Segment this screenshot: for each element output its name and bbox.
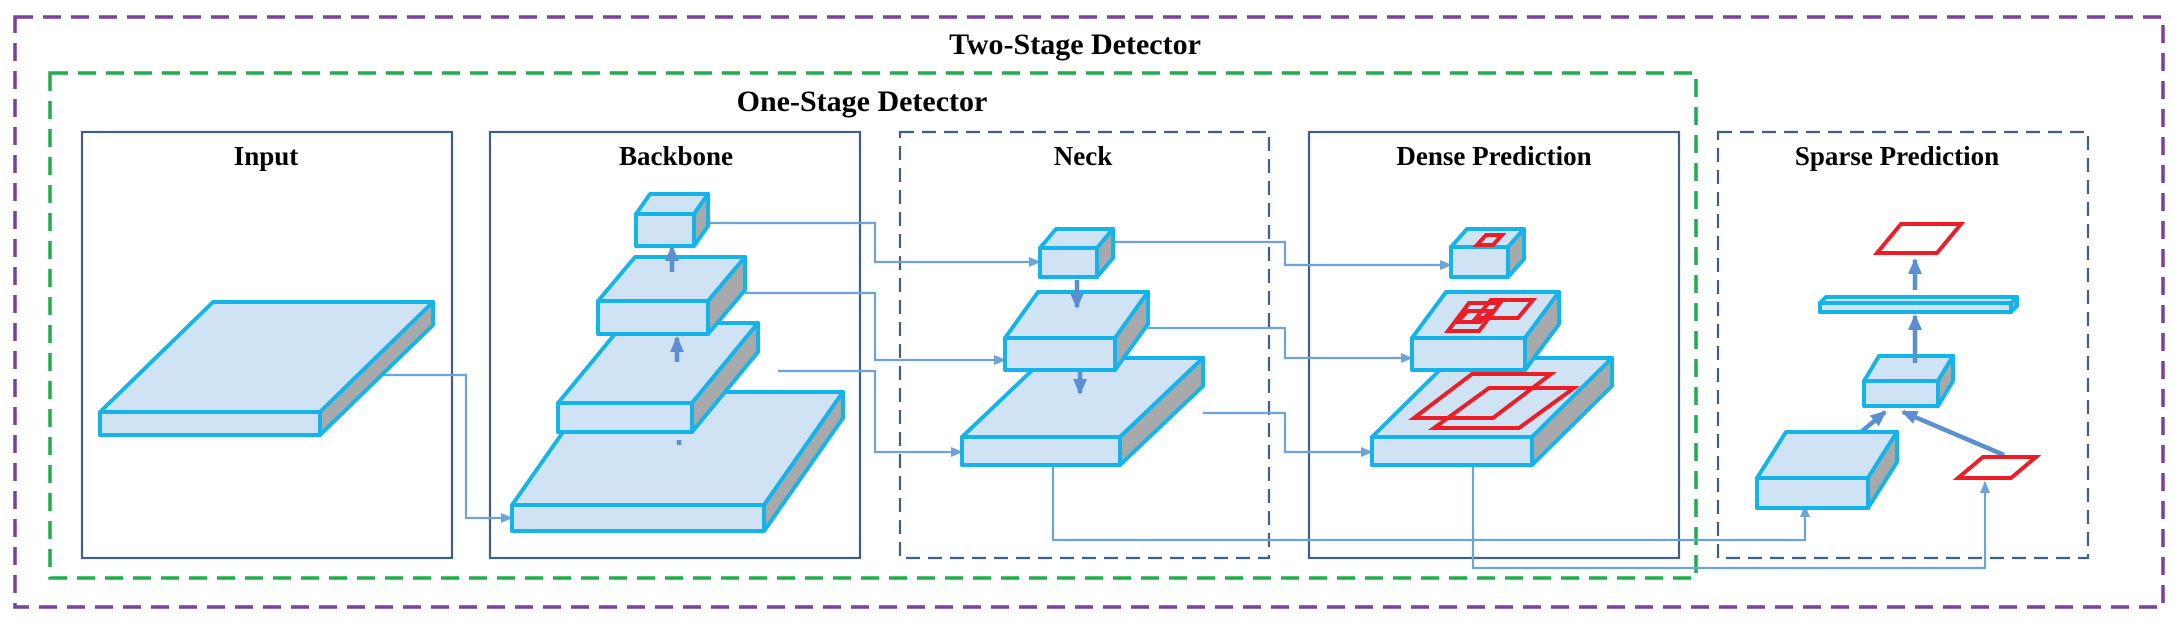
dense-box-large-1 — [1408, 372, 1557, 420]
neck-layer-2 — [1003, 290, 1150, 372]
dense-head-layer-2 — [1410, 290, 1561, 372]
neck-panel — [898, 130, 1271, 560]
dense-box-small — [1472, 233, 1507, 247]
backbone-title: Backbone — [619, 141, 733, 171]
sparse-feature-slab — [1755, 430, 1899, 510]
input-image-slab — [98, 300, 435, 437]
dense-prediction-title: Dense Prediction — [1396, 141, 1591, 171]
sparse-output-box — [1872, 222, 1966, 255]
two-stage-detector-frame — [13, 15, 2165, 609]
dense-head-layer-3 — [1449, 227, 1526, 279]
backbone-panel — [488, 130, 862, 560]
sparse-prediction-title: Sparse Prediction — [1795, 141, 1999, 171]
backbone-layer-4 — [634, 192, 710, 248]
backbone-layer-3 — [596, 255, 747, 336]
sparse-fc-layer — [1818, 295, 2019, 314]
neck-layer-3 — [1038, 227, 1115, 279]
dense-box-medium-2 — [1471, 298, 1538, 320]
sparse-roi-slab — [1862, 354, 1955, 408]
neck-layer-1 — [960, 356, 1205, 467]
sparse-prediction-panel — [1716, 130, 2090, 560]
neck-title: Neck — [1054, 141, 1112, 171]
dense-box-medium-1 — [1444, 301, 1504, 333]
connector-lines — [380, 221, 1990, 570]
dense-prediction-panel — [1307, 130, 1681, 560]
dense-box-medium-3 — [1452, 309, 1496, 324]
backbone-layer-1 — [510, 390, 845, 533]
one-stage-detector-frame — [48, 71, 1698, 580]
dense-box-large-2 — [1427, 386, 1581, 430]
backbone-layer-2 — [556, 321, 760, 434]
one-stage-detector-title: One-Stage Detector — [737, 85, 988, 118]
sparse-proposal-box — [1952, 455, 2042, 480]
two-stage-detector-title: Two-Stage Detector — [949, 28, 1201, 61]
sparse-arrow-from-proposal — [1901, 409, 2005, 458]
input-title: Input — [234, 141, 299, 171]
input-panel — [80, 130, 454, 560]
